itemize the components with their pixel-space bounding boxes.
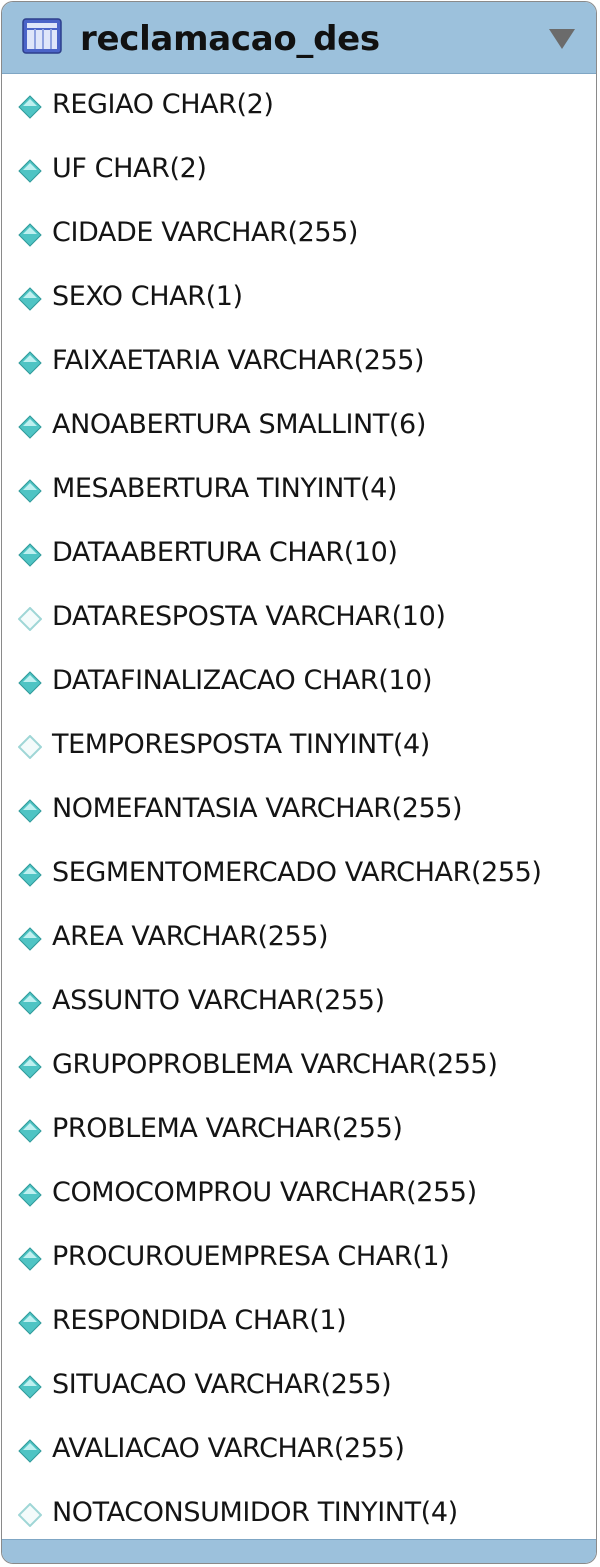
diamond-filled-icon [18,479,42,503]
diamond-filled-icon [18,543,42,567]
table-title: reclamacao_des [80,19,380,59]
column-label: NOMEFANTASIA VARCHAR(255) [52,793,463,824]
diamond-outline-icon [18,735,42,759]
column-label: DATARESPOSTA VARCHAR(10) [52,601,446,632]
column-row[interactable]: TEMPORESPOSTA TINYINT(4) [2,714,596,778]
column-label: COMOCOMPROU VARCHAR(255) [52,1177,477,1208]
diamond-filled-icon [18,159,42,183]
diamond-filled-icon [18,991,42,1015]
column-list: REGIAO CHAR(2) UF CHAR(2) CIDADE VARCHAR(2… [2,74,596,1542]
diamond-filled-icon [18,1055,42,1079]
column-row[interactable]: GRUPOPROBLEMA VARCHAR(255) [2,1034,596,1098]
column-row[interactable]: UF CHAR(2) [2,138,596,202]
column-label: AREA VARCHAR(255) [52,921,329,952]
diamond-filled-icon [18,1311,42,1335]
diamond-filled-icon [18,1119,42,1143]
column-row[interactable]: COMOCOMPROU VARCHAR(255) [2,1162,596,1226]
column-row[interactable]: SEXO CHAR(1) [2,266,596,330]
diamond-filled-icon [18,1375,42,1399]
column-label: DATAFINALIZACAO CHAR(10) [52,665,433,696]
column-row[interactable]: CIDADE VARCHAR(255) [2,202,596,266]
diamond-filled-icon [18,95,42,119]
column-label: AVALIACAO VARCHAR(255) [52,1433,405,1464]
column-row[interactable]: PROCUROUEMPRESA CHAR(1) [2,1226,596,1290]
table-header[interactable]: reclamacao_des [2,2,596,74]
column-row[interactable]: NOMEFANTASIA VARCHAR(255) [2,778,596,842]
column-row[interactable]: SITUACAO VARCHAR(255) [2,1354,596,1418]
column-row[interactable]: MESABERTURA TINYINT(4) [2,458,596,522]
column-row[interactable]: FAIXAETARIA VARCHAR(255) [2,330,596,394]
diamond-filled-icon [18,927,42,951]
column-label: MESABERTURA TINYINT(4) [52,473,398,504]
diamond-filled-icon [18,351,42,375]
column-label: PROBLEMA VARCHAR(255) [52,1113,403,1144]
column-row[interactable]: DATAABERTURA CHAR(10) [2,522,596,586]
diamond-filled-icon [18,287,42,311]
column-row[interactable]: AVALIACAO VARCHAR(255) [2,1418,596,1482]
column-label: ASSUNTO VARCHAR(255) [52,985,385,1016]
diamond-filled-icon [18,1183,42,1207]
triangle-down-icon[interactable] [548,28,576,50]
column-label: SEGMENTOMERCADO VARCHAR(255) [52,857,542,888]
diamond-filled-icon [18,1439,42,1463]
column-label: DATAABERTURA CHAR(10) [52,537,398,568]
diamond-filled-icon [18,671,42,695]
diamond-filled-icon [18,863,42,887]
column-row[interactable]: AREA VARCHAR(255) [2,906,596,970]
table-footer [2,1539,596,1563]
column-label: GRUPOPROBLEMA VARCHAR(255) [52,1049,498,1080]
column-row[interactable]: SEGMENTOMERCADO VARCHAR(255) [2,842,596,906]
column-label: PROCUROUEMPRESA CHAR(1) [52,1241,450,1272]
table-icon [22,18,62,54]
diamond-filled-icon [18,1247,42,1271]
column-label: UF CHAR(2) [52,153,207,184]
diamond-outline-icon [18,1503,42,1527]
column-row[interactable]: PROBLEMA VARCHAR(255) [2,1098,596,1162]
column-label: TEMPORESPOSTA TINYINT(4) [52,729,430,760]
column-row[interactable]: NOTACONSUMIDOR TINYINT(4) [2,1482,596,1546]
diamond-filled-icon [18,799,42,823]
diamond-filled-icon [18,415,42,439]
diamond-outline-icon [18,607,42,631]
column-label: FAIXAETARIA VARCHAR(255) [52,345,425,376]
column-row[interactable]: ASSUNTO VARCHAR(255) [2,970,596,1034]
column-label: NOTACONSUMIDOR TINYINT(4) [52,1497,458,1528]
column-row[interactable]: RESPONDIDA CHAR(1) [2,1290,596,1354]
diamond-filled-icon [18,223,42,247]
column-label: SEXO CHAR(1) [52,281,243,312]
column-row[interactable]: ANOABERTURA SMALLINT(6) [2,394,596,458]
column-label: CIDADE VARCHAR(255) [52,217,359,248]
column-label: ANOABERTURA SMALLINT(6) [52,409,426,440]
column-label: REGIAO CHAR(2) [52,89,274,120]
column-label: SITUACAO VARCHAR(255) [52,1369,392,1400]
column-label: RESPONDIDA CHAR(1) [52,1305,347,1336]
column-row[interactable]: DATAFINALIZACAO CHAR(10) [2,650,596,714]
column-row[interactable]: DATARESPOSTA VARCHAR(10) [2,586,596,650]
column-row[interactable]: REGIAO CHAR(2) [2,74,596,138]
